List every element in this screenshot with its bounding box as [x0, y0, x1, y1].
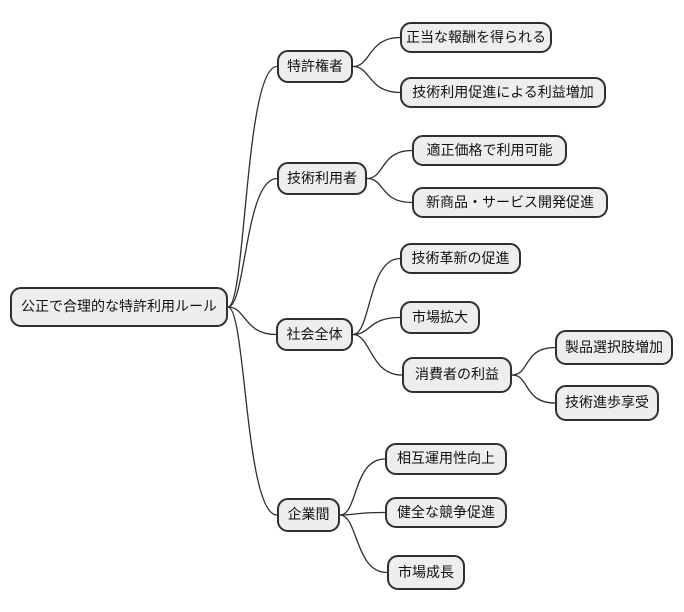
node-tech-user[interactable]: 技術利用者 [277, 162, 367, 195]
node-product-choice[interactable]: 製品選択肢増加 [555, 330, 673, 365]
node-consumer-benefit[interactable]: 消費者の利益 [402, 357, 512, 393]
node-label: 相互運用性向上 [397, 451, 495, 467]
edge-tech-user-fair-price [366, 149, 413, 180]
node-interoperability[interactable]: 相互運用性向上 [385, 443, 507, 475]
node-label: 技術革新の促進 [411, 250, 510, 267]
node-label: 正当な報酬を得られる [406, 29, 546, 46]
node-label: 技術利用者 [287, 170, 357, 187]
edge-root-society [227, 306, 277, 336]
node-tech-progress[interactable]: 技術進歩享受 [555, 385, 659, 421]
edge-consumer-benefit-product-choice [511, 346, 556, 376]
node-new-products[interactable]: 新商品・サービス開発促進 [412, 187, 608, 218]
node-label: 特許権者 [287, 58, 343, 75]
edge-inter-company-market-growth [339, 514, 388, 574]
node-label: 市場成長 [398, 564, 454, 581]
node-label: 社会全体 [286, 326, 343, 343]
node-label: 製品選択肢増加 [565, 339, 663, 356]
node-label: 消費者の利益 [415, 367, 499, 383]
node-root[interactable]: 公正で合理的な特許利用ルール [10, 287, 228, 327]
edge-inter-company-healthy-competition [339, 511, 386, 516]
node-label: 公正で合理的な特許利用ルール [21, 299, 217, 315]
node-label: 技術利用促進による利益増加 [412, 84, 594, 101]
edge-patent-holder-fair-reward [352, 36, 401, 68]
edge-tech-user-new-products [366, 177, 413, 204]
node-label: 市場拡大 [412, 309, 468, 326]
node-fair-price[interactable]: 適正価格で利用可能 [412, 135, 567, 166]
edge-consumer-benefit-tech-progress [511, 374, 556, 404]
node-label: 適正価格で利用可能 [426, 142, 553, 159]
edge-society-consumer-benefit [352, 333, 403, 376]
node-label: 技術進歩享受 [565, 395, 649, 411]
node-innovation[interactable]: 技術革新の促進 [400, 243, 521, 274]
node-fair-reward[interactable]: 正当な報酬を得られる [400, 22, 552, 53]
node-label: 健全な競争促進 [397, 504, 495, 521]
edge-root-inter-company [227, 306, 278, 516]
node-label: 企業間 [287, 507, 330, 523]
edge-society-market-expansion [352, 316, 401, 336]
edge-society-innovation [352, 257, 401, 336]
edge-patent-holder-profit-increase [352, 65, 401, 94]
node-healthy-competition[interactable]: 健全な競争促進 [385, 497, 507, 528]
node-inter-company[interactable]: 企業間 [277, 498, 340, 532]
node-patent-holder[interactable]: 特許権者 [277, 50, 353, 83]
edge-root-tech-user [227, 177, 278, 308]
edge-inter-company-interoperability [339, 458, 386, 516]
edge-root-patent-holder [227, 65, 278, 308]
node-label: 新商品・サービス開発促進 [426, 194, 594, 211]
node-market-growth[interactable]: 市場成長 [387, 555, 465, 590]
node-profit-increase[interactable]: 技術利用促進による利益増加 [400, 77, 606, 108]
node-society[interactable]: 社会全体 [276, 318, 353, 351]
node-market-expansion[interactable]: 市場拡大 [400, 301, 480, 334]
